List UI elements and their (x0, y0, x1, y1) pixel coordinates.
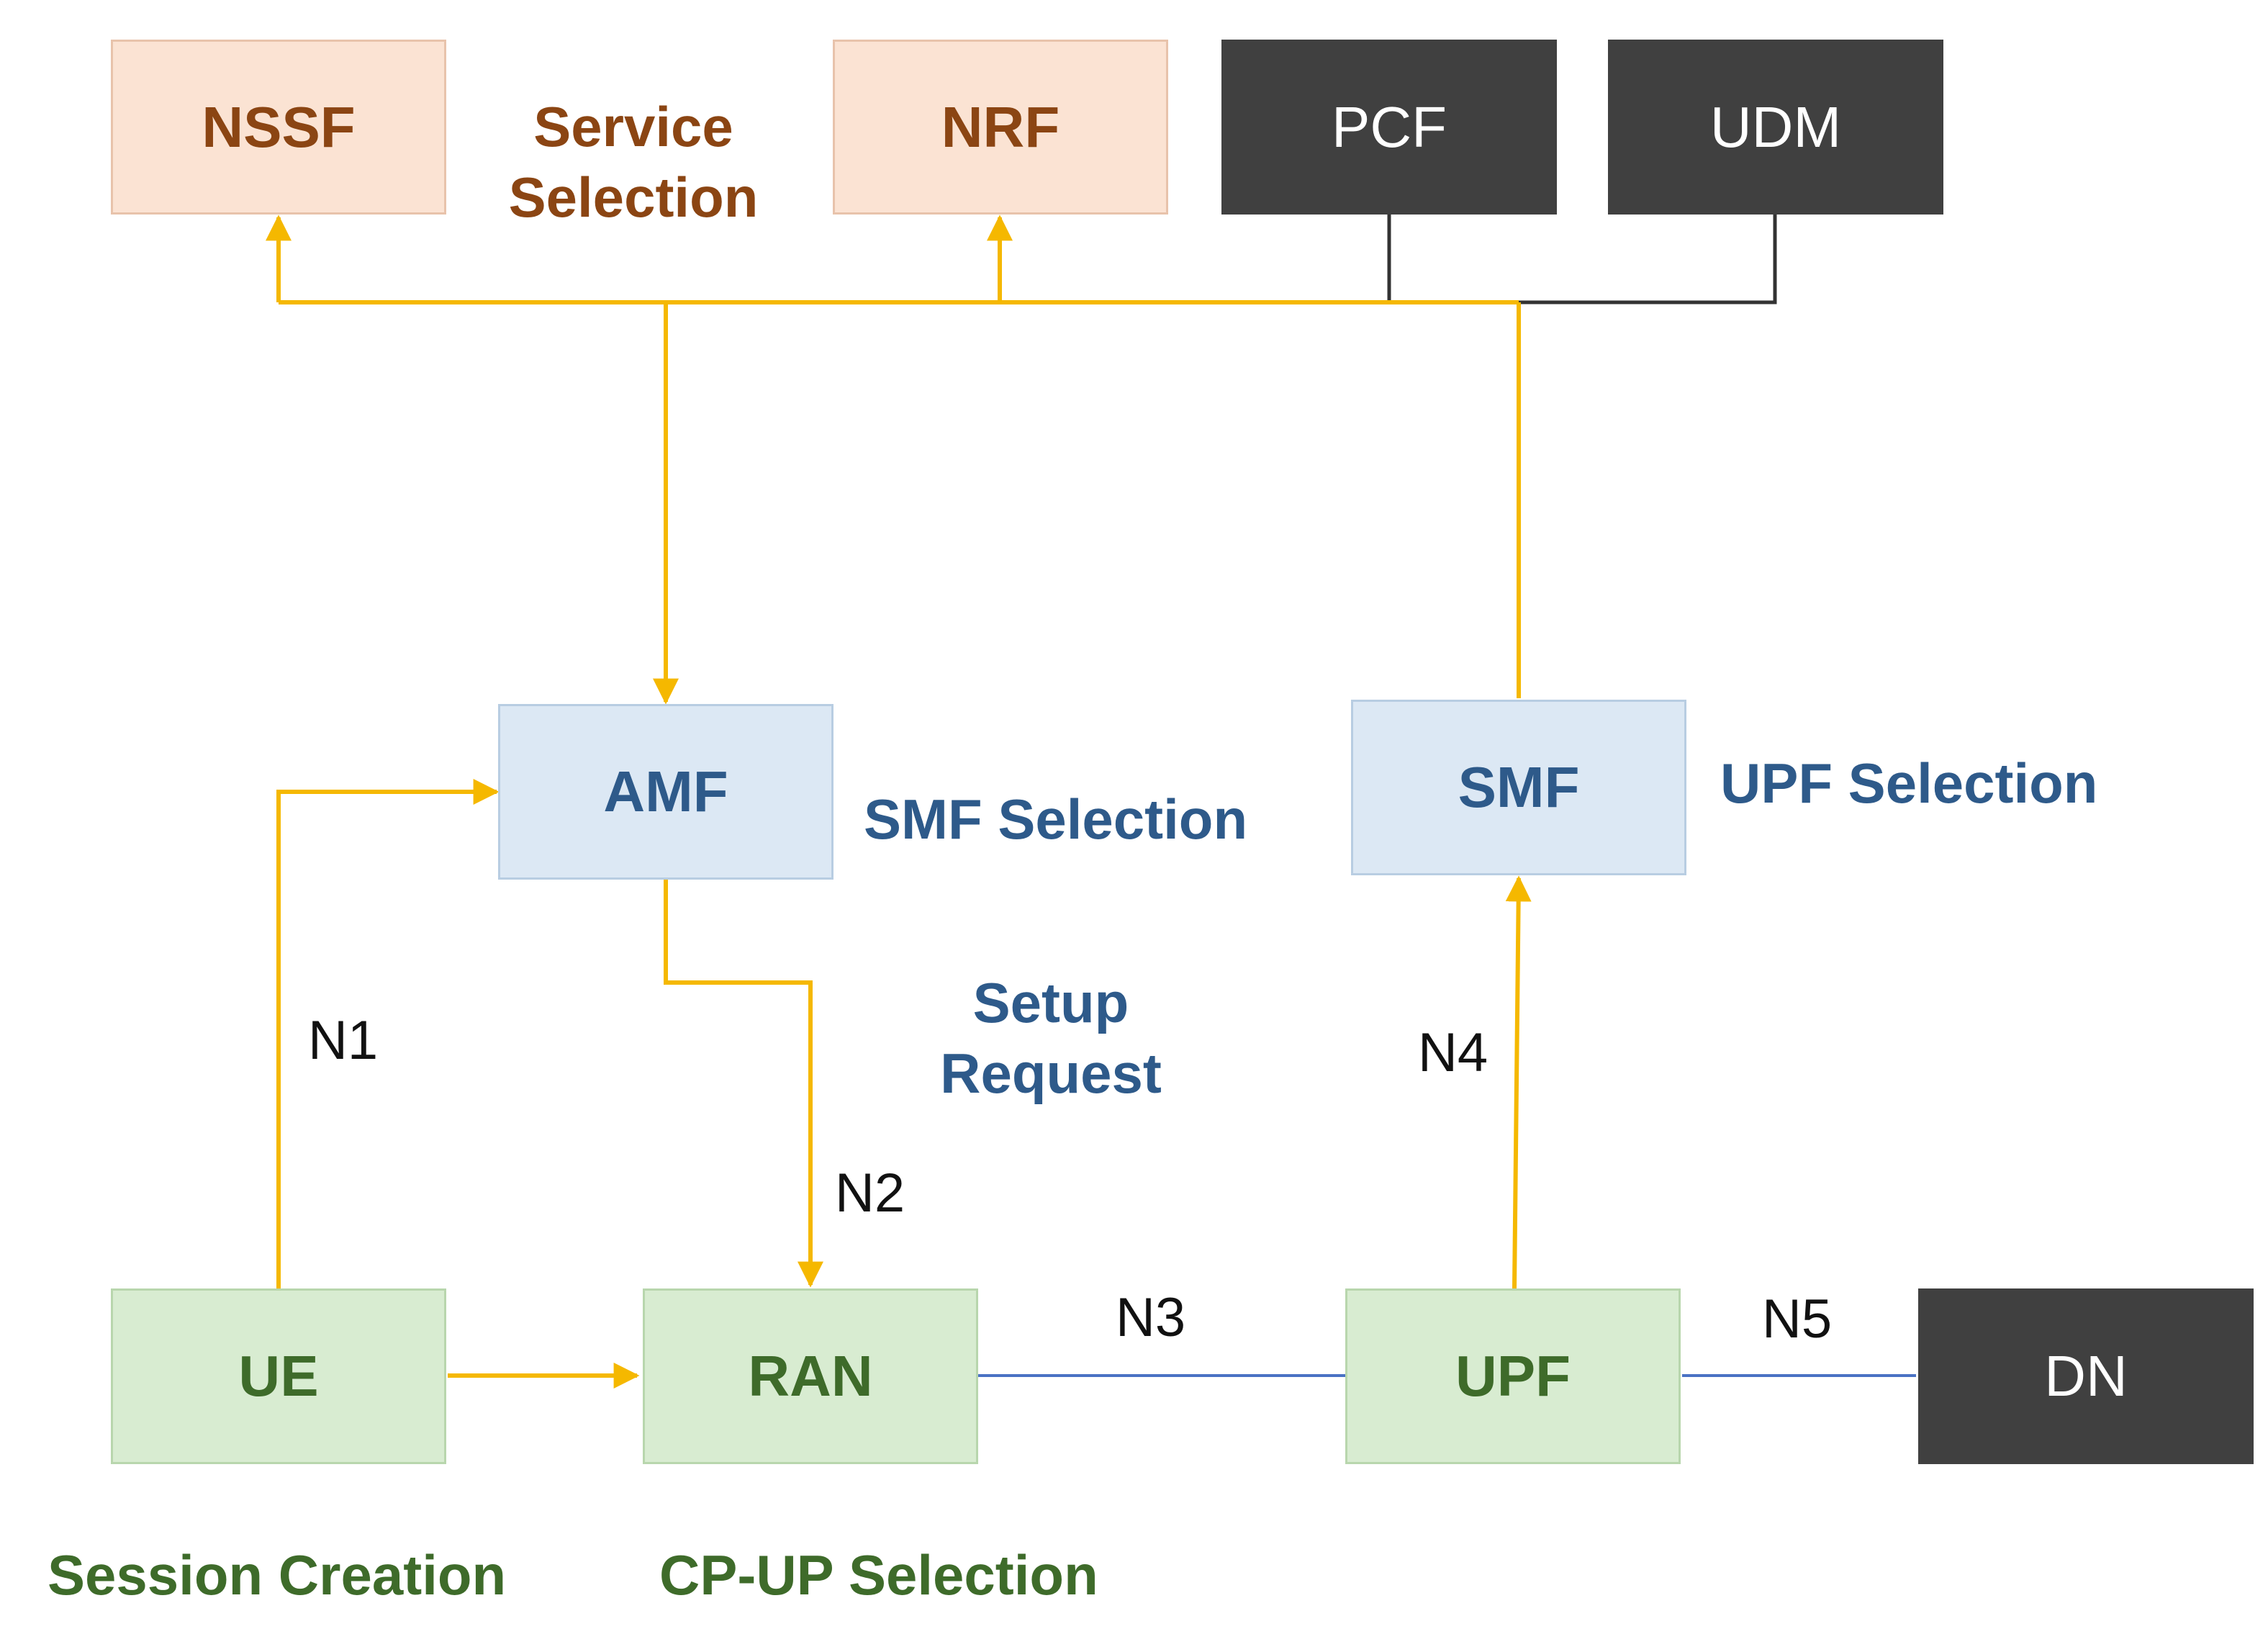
upf-selection-label: UPF Selection (1720, 751, 2098, 815)
session-creation-label: Session Creation (48, 1543, 507, 1607)
pcf-node[interactable]: PCF (1221, 40, 1557, 215)
pcf-label: PCF (1332, 94, 1447, 159)
dn-label: DN (2044, 1344, 2128, 1408)
interface-n2-label: N2 (835, 1163, 905, 1224)
amf-label: AMF (603, 759, 728, 823)
cp-up-selection-label: CP-UP Selection (659, 1543, 1098, 1607)
interface-n1-label: N1 (308, 1010, 379, 1071)
interface-n4-label: N4 (1418, 1022, 1488, 1083)
nrf-node[interactable]: NRF (833, 40, 1168, 215)
smf-label: SMF (1458, 755, 1580, 819)
service-selection-line1: Service (533, 95, 733, 158)
nrf-label: NRF (941, 94, 1060, 159)
dn-node[interactable]: DN (1918, 1288, 2254, 1464)
ue-node[interactable]: UE (111, 1288, 446, 1464)
upf-node[interactable]: UPF (1345, 1288, 1681, 1464)
n4-arrow (1505, 875, 1532, 1289)
n1-arrow (276, 779, 500, 1288)
setup-request-label: Setup Request (907, 968, 1195, 1109)
udm-label: UDM (1709, 94, 1842, 159)
udm-bus-line (1519, 215, 1777, 304)
amf-node[interactable]: AMF (498, 704, 833, 880)
nssf-node[interactable]: NSSF (111, 40, 446, 215)
service-selection-label: Service Selection (497, 92, 770, 233)
smf-node[interactable]: SMF (1351, 700, 1686, 875)
udm-node[interactable]: UDM (1608, 40, 1943, 215)
interface-n5-label: N5 (1762, 1288, 1833, 1350)
n2-arrow (664, 880, 823, 1288)
ran-node[interactable]: RAN (643, 1288, 978, 1464)
service-selection-line2: Selection (508, 165, 759, 229)
upf-label: UPF (1455, 1344, 1571, 1408)
setup-request-line1: Setup (972, 971, 1129, 1034)
ran-label: RAN (748, 1344, 873, 1408)
interface-n3-label: N3 (1116, 1287, 1186, 1348)
setup-request-line2: Request (940, 1041, 1162, 1105)
nssf-label: NSSF (202, 94, 356, 159)
smf-selection-label: SMF Selection (864, 787, 1248, 851)
ue-label: UE (238, 1344, 319, 1408)
